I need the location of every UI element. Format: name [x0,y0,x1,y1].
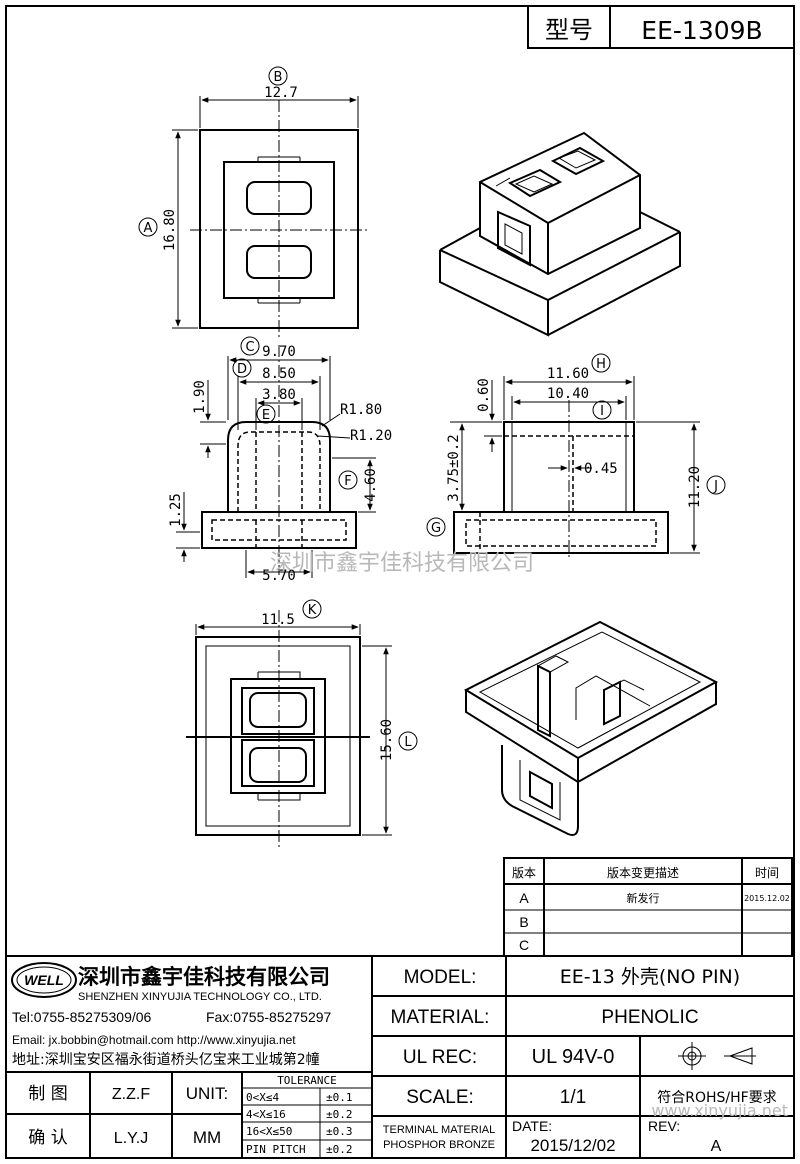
marker-h: H [596,357,606,372]
marker-c: C [245,340,254,355]
company-fax: Fax:0755-85275297 [206,1009,332,1025]
rev-header-ver: 版本 [512,866,536,880]
dim-h: 11.60 [547,366,589,382]
rev-row-c-ver: C [519,937,529,953]
title-block: WELL 深圳市鑫宇佳科技有限公司 SHENZHEN XINYUJIA TECH… [6,955,794,1158]
marker-d: D [237,362,247,377]
rev-row-a-ver: A [519,890,529,906]
marker-e: E [262,408,270,423]
bottom-view: 11.5 K 15.60 L [186,599,418,848]
ulrec-value: UL 94V-0 [532,1046,615,1068]
rev-header-desc: 版本变更描述 [607,865,679,880]
marker-f: F [344,474,351,489]
dim-h125: 1.25 [168,493,184,527]
logo-text: WELL [24,972,64,988]
scale-value: 1/1 [560,1087,586,1108]
header-model-box: 型号 EE-1309B [527,5,795,49]
marker-a: A [144,221,153,236]
dim-r180: R1.80 [340,402,382,418]
marker-k: K [308,603,317,618]
projection-symbol-icon [678,1042,756,1070]
unit-value: MM [193,1128,221,1147]
tol-value-3: ±0.3 [326,1125,353,1138]
marker-i: I [600,404,604,419]
model-label: MODEL: [404,967,477,988]
date-value: 2015/12/02 [530,1136,615,1155]
check-label: 确 认 [28,1128,67,1148]
rev-label: REV: [648,1118,680,1134]
material-value: PHENOLIC [601,1007,698,1028]
material-label: MATERIAL: [391,1007,490,1028]
company-address: 地址:深圳宝安区福永街道桥头亿宝来工业城第2幢 [12,1051,320,1068]
dim-d: 8.50 [262,366,296,382]
front-view: 9.70 C 8.50 D 3.80 E R1.80 R1.20 1.90 4.… [168,336,392,584]
rev-header-date: 时间 [755,866,779,880]
marker-b: B [274,70,283,85]
dim-j: 11.20 [687,466,703,508]
dim-f: 4.60 [363,468,379,502]
marker-l: L [404,735,412,750]
iso-view-top [439,131,681,337]
rev-row-b-ver: B [519,914,528,930]
dim-b: 12.7 [264,85,298,101]
rev-row-a-desc: 新发行 [627,891,660,905]
ulrec-label: UL REC: [403,1047,477,1068]
check-value: L.Y.J [114,1130,148,1147]
draw-label: 制 图 [28,1084,67,1104]
side-view: 11.60 H 10.40 I 0.60 0.45 3.75±0.2 G 11.… [426,353,726,560]
tol-range-1: 0<X≤4 [246,1091,279,1104]
header-model-label: 型号 [545,16,593,44]
sheet-border [5,5,795,1159]
tolerance-title: TOLERANCE [277,1074,337,1087]
tol-range-3: 16<X≤50 [246,1125,292,1138]
dim-r120: R1.20 [350,428,392,444]
dim-w570: 5.70 [262,568,296,584]
tol-value-2: ±0.2 [326,1108,353,1121]
draw-value: Z.Z.F [112,1086,150,1103]
date-label: DATE: [512,1118,552,1134]
terminal-line2: PHOSPHOR BRONZE [383,1139,495,1151]
dim-t045: 0.45 [584,461,618,477]
top-view: 12.7 B 16.80 A [138,66,368,340]
rev-row-a-date: 2015.12.02 [744,894,790,903]
dim-e: 3.80 [262,387,296,403]
company-logo: WELL [11,962,77,998]
revision-table: 版本 版本变更描述 时间 A 新发行 2015.12.02 B C [503,857,793,957]
dim-h190: 1.90 [192,380,208,414]
watermark-center: 深圳市鑫宇佳科技有限公司 [270,551,534,576]
rohs-note: 符合ROHS/HF要求 [657,1090,776,1106]
marker-g: G [431,521,441,536]
tol-value-1: ±0.1 [326,1091,353,1104]
dim-c: 9.70 [262,344,296,360]
company-name-en: SHENZHEN XINYUJIA TECHNOLOGY CO., LTD. [78,991,322,1003]
company-tel: Tel:0755-85275309/06 [12,1009,152,1025]
model-value: EE-13 外壳(NO PIN) [560,966,740,988]
company-name-cn: 深圳市鑫宇佳科技有限公司 [78,965,330,989]
dim-h060: 0.60 [476,378,492,412]
company-email: Email: jx.bobbin@hotmail.com http://www.… [12,1033,296,1047]
dim-a: 16.80 [162,209,178,251]
dim-k: 11.5 [261,612,295,628]
header-model-value: EE-1309B [641,16,762,45]
tol-range-2: 4<X≤16 [246,1108,286,1121]
iso-view-bottom [463,620,719,836]
terminal-line1: TERMINAL MATERIAL [383,1124,495,1136]
unit-label: UNIT: [186,1084,229,1103]
tol-range-4: PIN PITCH [246,1143,306,1156]
marker-j: J [713,479,718,494]
scale-label: SCALE: [406,1087,474,1108]
dim-l: 15.60 [379,719,395,761]
watermark-corner: www.xinyujia.net [651,1101,788,1120]
rev-value: A [711,1138,722,1155]
dim-h375: 3.75±0.2 [446,434,462,501]
tol-value-4: ±0.2 [326,1143,353,1156]
dim-i: 10.40 [547,386,589,402]
